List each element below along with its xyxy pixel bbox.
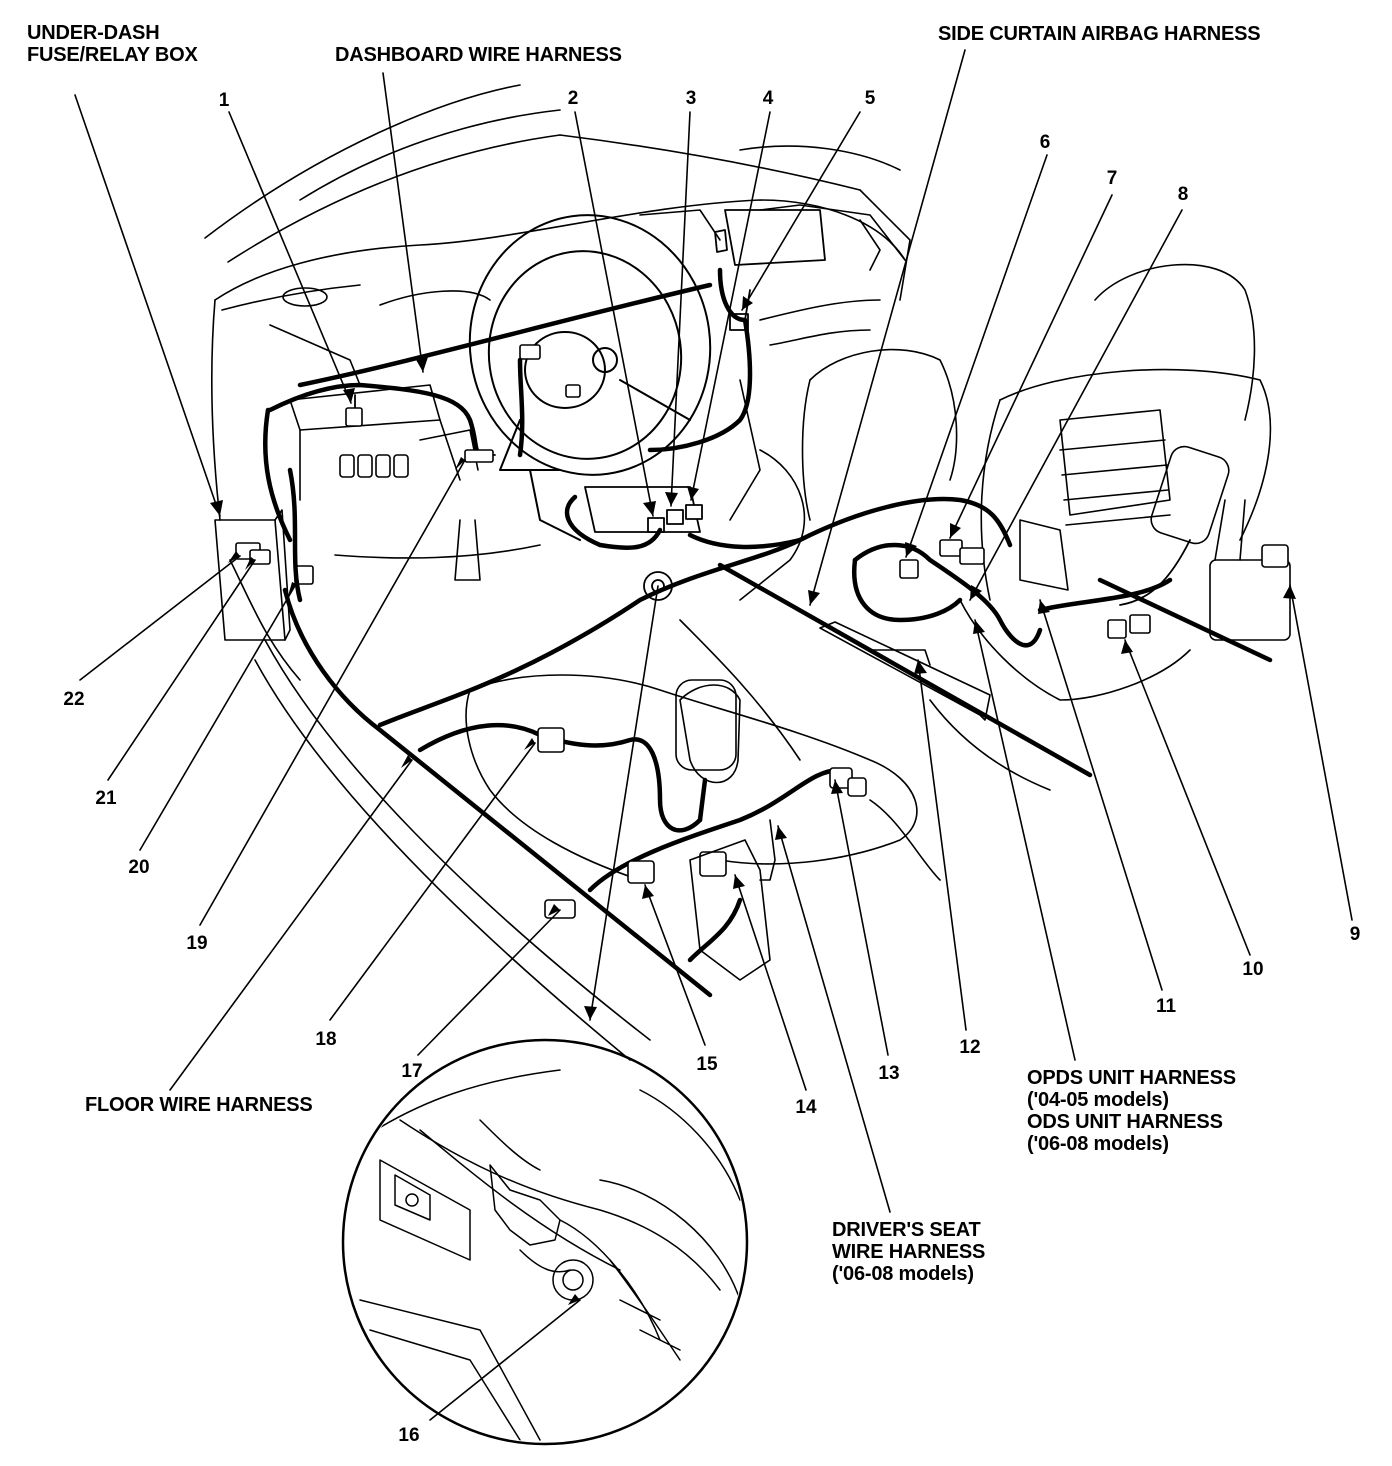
callout-11: 11 bbox=[1155, 996, 1177, 1017]
floor-outline bbox=[229, 519, 941, 1061]
driver-seat bbox=[465, 449, 918, 881]
label-under-dash-fuse-relay-box: UNDER-DASH FUSE/RELAY BOX bbox=[27, 22, 198, 66]
callout-17: 17 bbox=[401, 1061, 423, 1082]
callout-7: 7 bbox=[1106, 168, 1118, 189]
callout-20: 20 bbox=[128, 857, 150, 878]
callout-2: 2 bbox=[567, 88, 579, 109]
callout-14: 14 bbox=[795, 1097, 817, 1118]
connectors bbox=[345, 344, 1151, 919]
thin-wires bbox=[354, 289, 1191, 606]
dashboard-outline bbox=[210, 199, 906, 521]
label-driver-seat-line2: WIRE HARNESS bbox=[832, 1241, 986, 1263]
callout-3: 3 bbox=[685, 88, 697, 109]
callout-15: 15 bbox=[696, 1054, 718, 1075]
leader-lines bbox=[74, 49, 1353, 1421]
label-opds-unit-harness: OPDS UNIT HARNESS ('04-05 models) ODS UN… bbox=[1027, 1067, 1236, 1155]
callout-19: 19 bbox=[186, 933, 208, 954]
label-driver-seat-line1: DRIVER'S SEAT bbox=[832, 1219, 981, 1241]
callout-13: 13 bbox=[878, 1063, 900, 1084]
callout-4: 4 bbox=[762, 88, 774, 109]
steering-wheel bbox=[468, 214, 712, 541]
label-under-dash-line2: FUSE/RELAY BOX bbox=[27, 44, 198, 66]
callout-8: 8 bbox=[1177, 184, 1189, 205]
wire-harnesses bbox=[263, 267, 1273, 998]
callout-10: 10 bbox=[1242, 959, 1264, 980]
label-opds-line2: ('04-05 models) bbox=[1027, 1089, 1169, 1111]
label-floor-wire-harness: FLOOR WIRE HARNESS bbox=[85, 1094, 313, 1116]
callout-18: 18 bbox=[315, 1029, 337, 1050]
callout-9: 9 bbox=[1349, 924, 1361, 945]
callout-5: 5 bbox=[864, 88, 876, 109]
seat-rails bbox=[689, 621, 991, 981]
label-dashboard-wire-harness: DASHBOARD WIRE HARNESS bbox=[335, 44, 622, 66]
label-side-curtain-airbag-harness: SIDE CURTAIN AIRBAG HARNESS bbox=[938, 23, 1261, 45]
callout-1: 1 bbox=[218, 90, 230, 111]
callout-22: 22 bbox=[63, 689, 85, 710]
label-driver-seat-line3: ('06-08 models) bbox=[832, 1263, 974, 1285]
callout-21: 21 bbox=[95, 788, 117, 809]
windshield-outline bbox=[204, 84, 911, 301]
label-under-dash-line1: UNDER-DASH bbox=[27, 22, 160, 44]
label-opds-line1: OPDS UNIT HARNESS bbox=[1027, 1067, 1236, 1089]
ground-inset bbox=[341, 1038, 749, 1446]
callout-6: 6 bbox=[1039, 132, 1051, 153]
label-opds-line4: ('06-08 models) bbox=[1027, 1133, 1169, 1155]
passenger-seat bbox=[801, 263, 1272, 791]
callout-16: 16 bbox=[398, 1425, 420, 1446]
label-drivers-seat-wire-harness: DRIVER'S SEAT WIRE HARNESS ('06-08 model… bbox=[832, 1219, 985, 1285]
leader-arrowheads bbox=[210, 296, 1296, 1305]
label-opds-line3: ODS UNIT HARNESS bbox=[1027, 1111, 1223, 1133]
fuse-relay-box bbox=[214, 509, 314, 641]
pillar-bracket bbox=[1209, 499, 1291, 641]
callout-12: 12 bbox=[959, 1037, 981, 1058]
